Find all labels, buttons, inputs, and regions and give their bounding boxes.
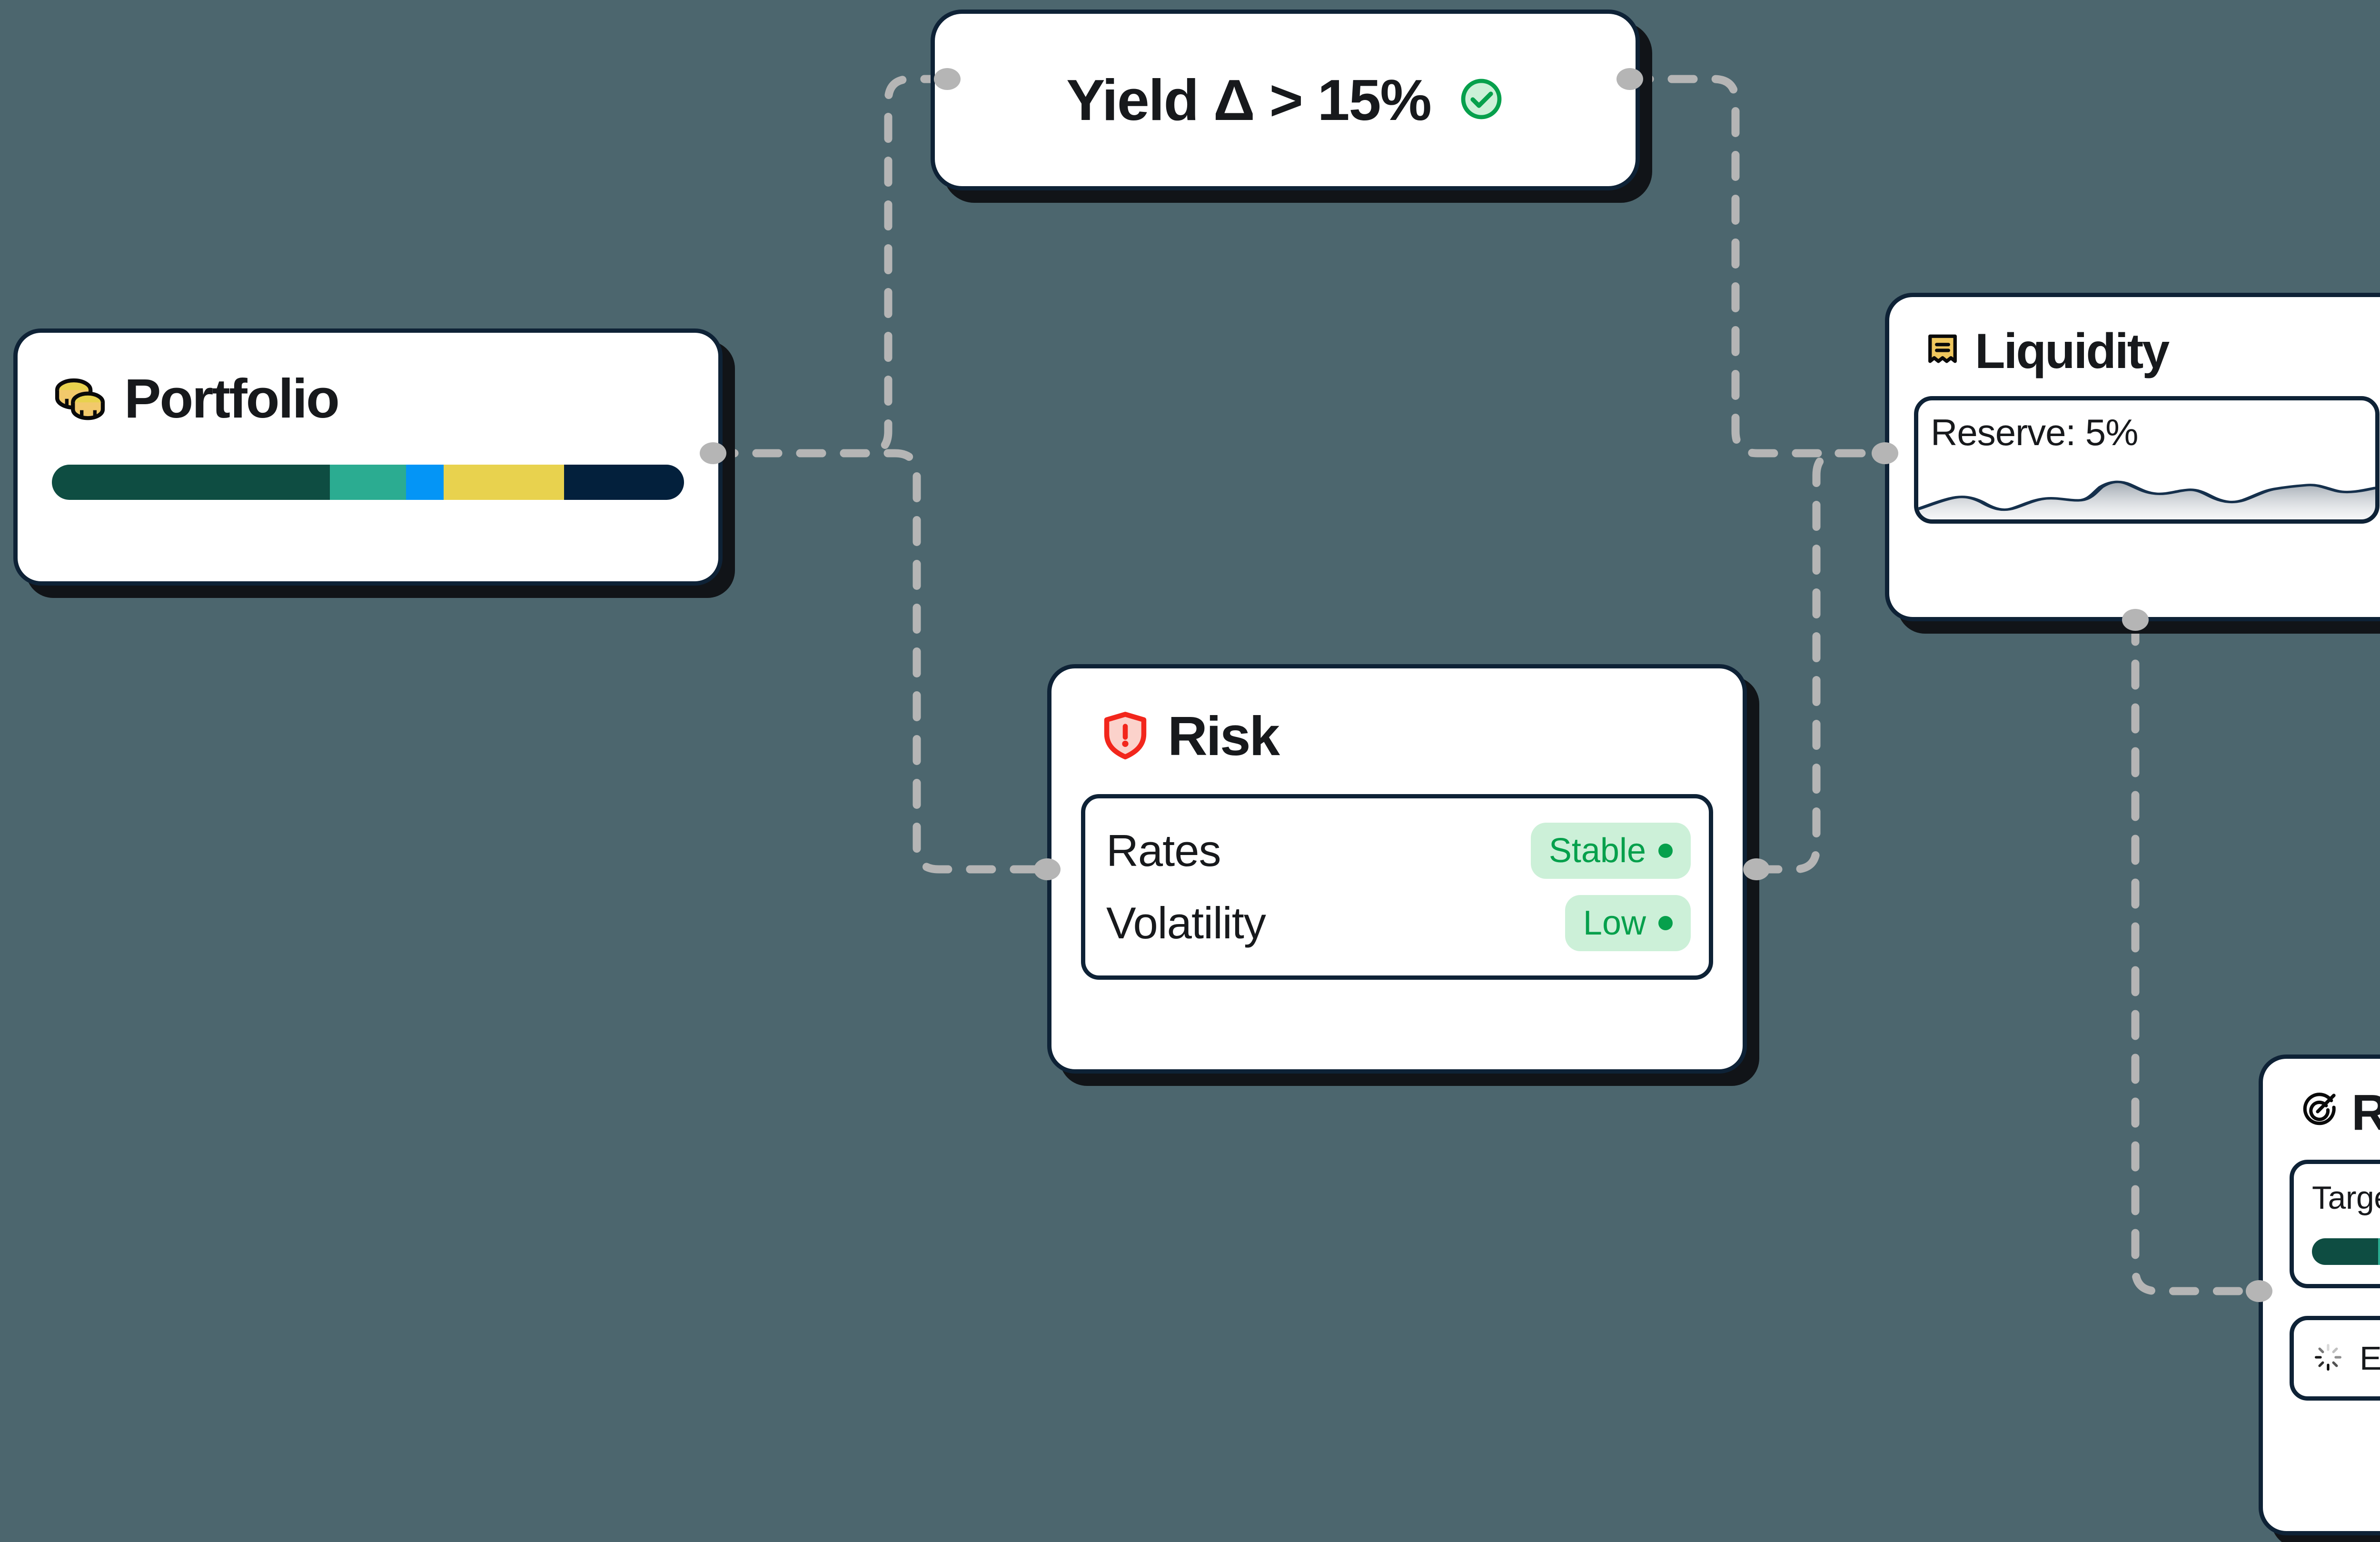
node-liquidity[interactable]: Liquidity Reserve: 5%: [1885, 293, 2380, 621]
rebalance-allocation-label: Target Allocation: [2312, 1180, 2380, 1216]
risk-label-rates: Rates: [1106, 826, 1221, 875]
rebalance-status-text: Executing...: [2360, 1340, 2380, 1377]
liquidity-header: Liquidity: [1923, 327, 2380, 376]
risk-row-rates[interactable]: Rates Stable: [1106, 815, 1691, 887]
handle-yield-left[interactable]: [934, 68, 961, 90]
rb-alloc-segment-1: [2312, 1238, 2378, 1265]
rebalance-title: Rebalance: [2351, 1084, 2380, 1141]
status-dot-icon: [1658, 916, 1673, 930]
shield-alert-icon: [1099, 709, 1151, 764]
alloc-segment-3: [406, 465, 444, 500]
check-circle-icon: [1458, 76, 1504, 124]
edge-yield-liquidity: [1624, 75, 1878, 458]
risk-metrics-panel: Rates Stable Volatility Low: [1081, 794, 1713, 980]
risk-header: Risk: [1099, 708, 1713, 764]
handle-rebalance-left[interactable]: [2246, 1280, 2272, 1302]
handle-liquidity-bottom[interactable]: [2122, 609, 2149, 631]
receipt-icon: [1923, 330, 1963, 373]
alloc-segment-2: [330, 465, 406, 500]
risk-badge-volatility-text: Low: [1583, 904, 1646, 942]
spinner-icon: [2313, 1342, 2343, 1375]
status-dot-icon: [1658, 844, 1673, 858]
liquidity-sparkline-chart: [1918, 480, 2375, 519]
risk-title: Risk: [1168, 705, 1280, 767]
node-yield-condition[interactable]: Yield Δ > 15%: [931, 10, 1640, 190]
alloc-segment-4: [444, 465, 564, 500]
edge-portfolio-risk: [708, 449, 1040, 874]
risk-badge-volatility[interactable]: Low: [1565, 895, 1691, 951]
liquidity-reserve-panel: Reserve: 5%: [1914, 396, 2380, 524]
risk-row-volatility[interactable]: Volatility Low: [1106, 887, 1691, 959]
handle-yield-right[interactable]: [1616, 68, 1643, 90]
risk-badge-rates-text: Stable: [1548, 832, 1646, 870]
rebalance-allocation-panel: Target Allocation: [2290, 1160, 2380, 1288]
coins-icon: [52, 369, 108, 428]
handle-risk-right[interactable]: [1743, 858, 1770, 880]
alloc-segment-5: [564, 465, 684, 500]
rebalance-allocation-bar[interactable]: [2312, 1238, 2380, 1265]
sparkline-area: [1918, 482, 2375, 519]
risk-label-volatility: Volatility: [1106, 898, 1266, 948]
handle-risk-left[interactable]: [1034, 858, 1061, 880]
alloc-segment-1: [52, 465, 330, 500]
rb-alloc-segment-2: [2378, 1238, 2380, 1265]
rebalance-header: Rebalance: [2297, 1087, 2380, 1138]
edge-liquidity-rebalance: [2131, 616, 2253, 1295]
portfolio-allocation-bar[interactable]: [52, 465, 684, 500]
node-rebalance[interactable]: Rebalance Target Allocation: [2259, 1055, 2380, 1535]
handle-liquidity-left[interactable]: [1872, 442, 1898, 464]
yield-condition-row: Yield Δ > 15%: [968, 67, 1602, 133]
node-risk[interactable]: Risk Rates Stable Volatility Low: [1047, 664, 1747, 1074]
edge-risk-liquidity: [1752, 449, 1878, 874]
handle-portfolio-right[interactable]: [700, 442, 726, 464]
target-icon: [2297, 1091, 2338, 1134]
liquidity-title: Liquidity: [1975, 324, 2170, 379]
risk-badge-rates[interactable]: Stable: [1530, 823, 1691, 879]
liquidity-reserve-value: Reserve: 5%: [1931, 411, 2139, 453]
portfolio-header: Portfolio: [52, 369, 684, 428]
yield-condition-text: Yield Δ > 15%: [1066, 68, 1432, 132]
edge-portfolio-yield: [708, 75, 951, 458]
rebalance-status-panel: Executing...: [2290, 1316, 2380, 1401]
sparkline-line: [1918, 480, 2375, 511]
node-portfolio[interactable]: Portfolio: [13, 328, 723, 586]
portfolio-title: Portfolio: [124, 367, 340, 429]
